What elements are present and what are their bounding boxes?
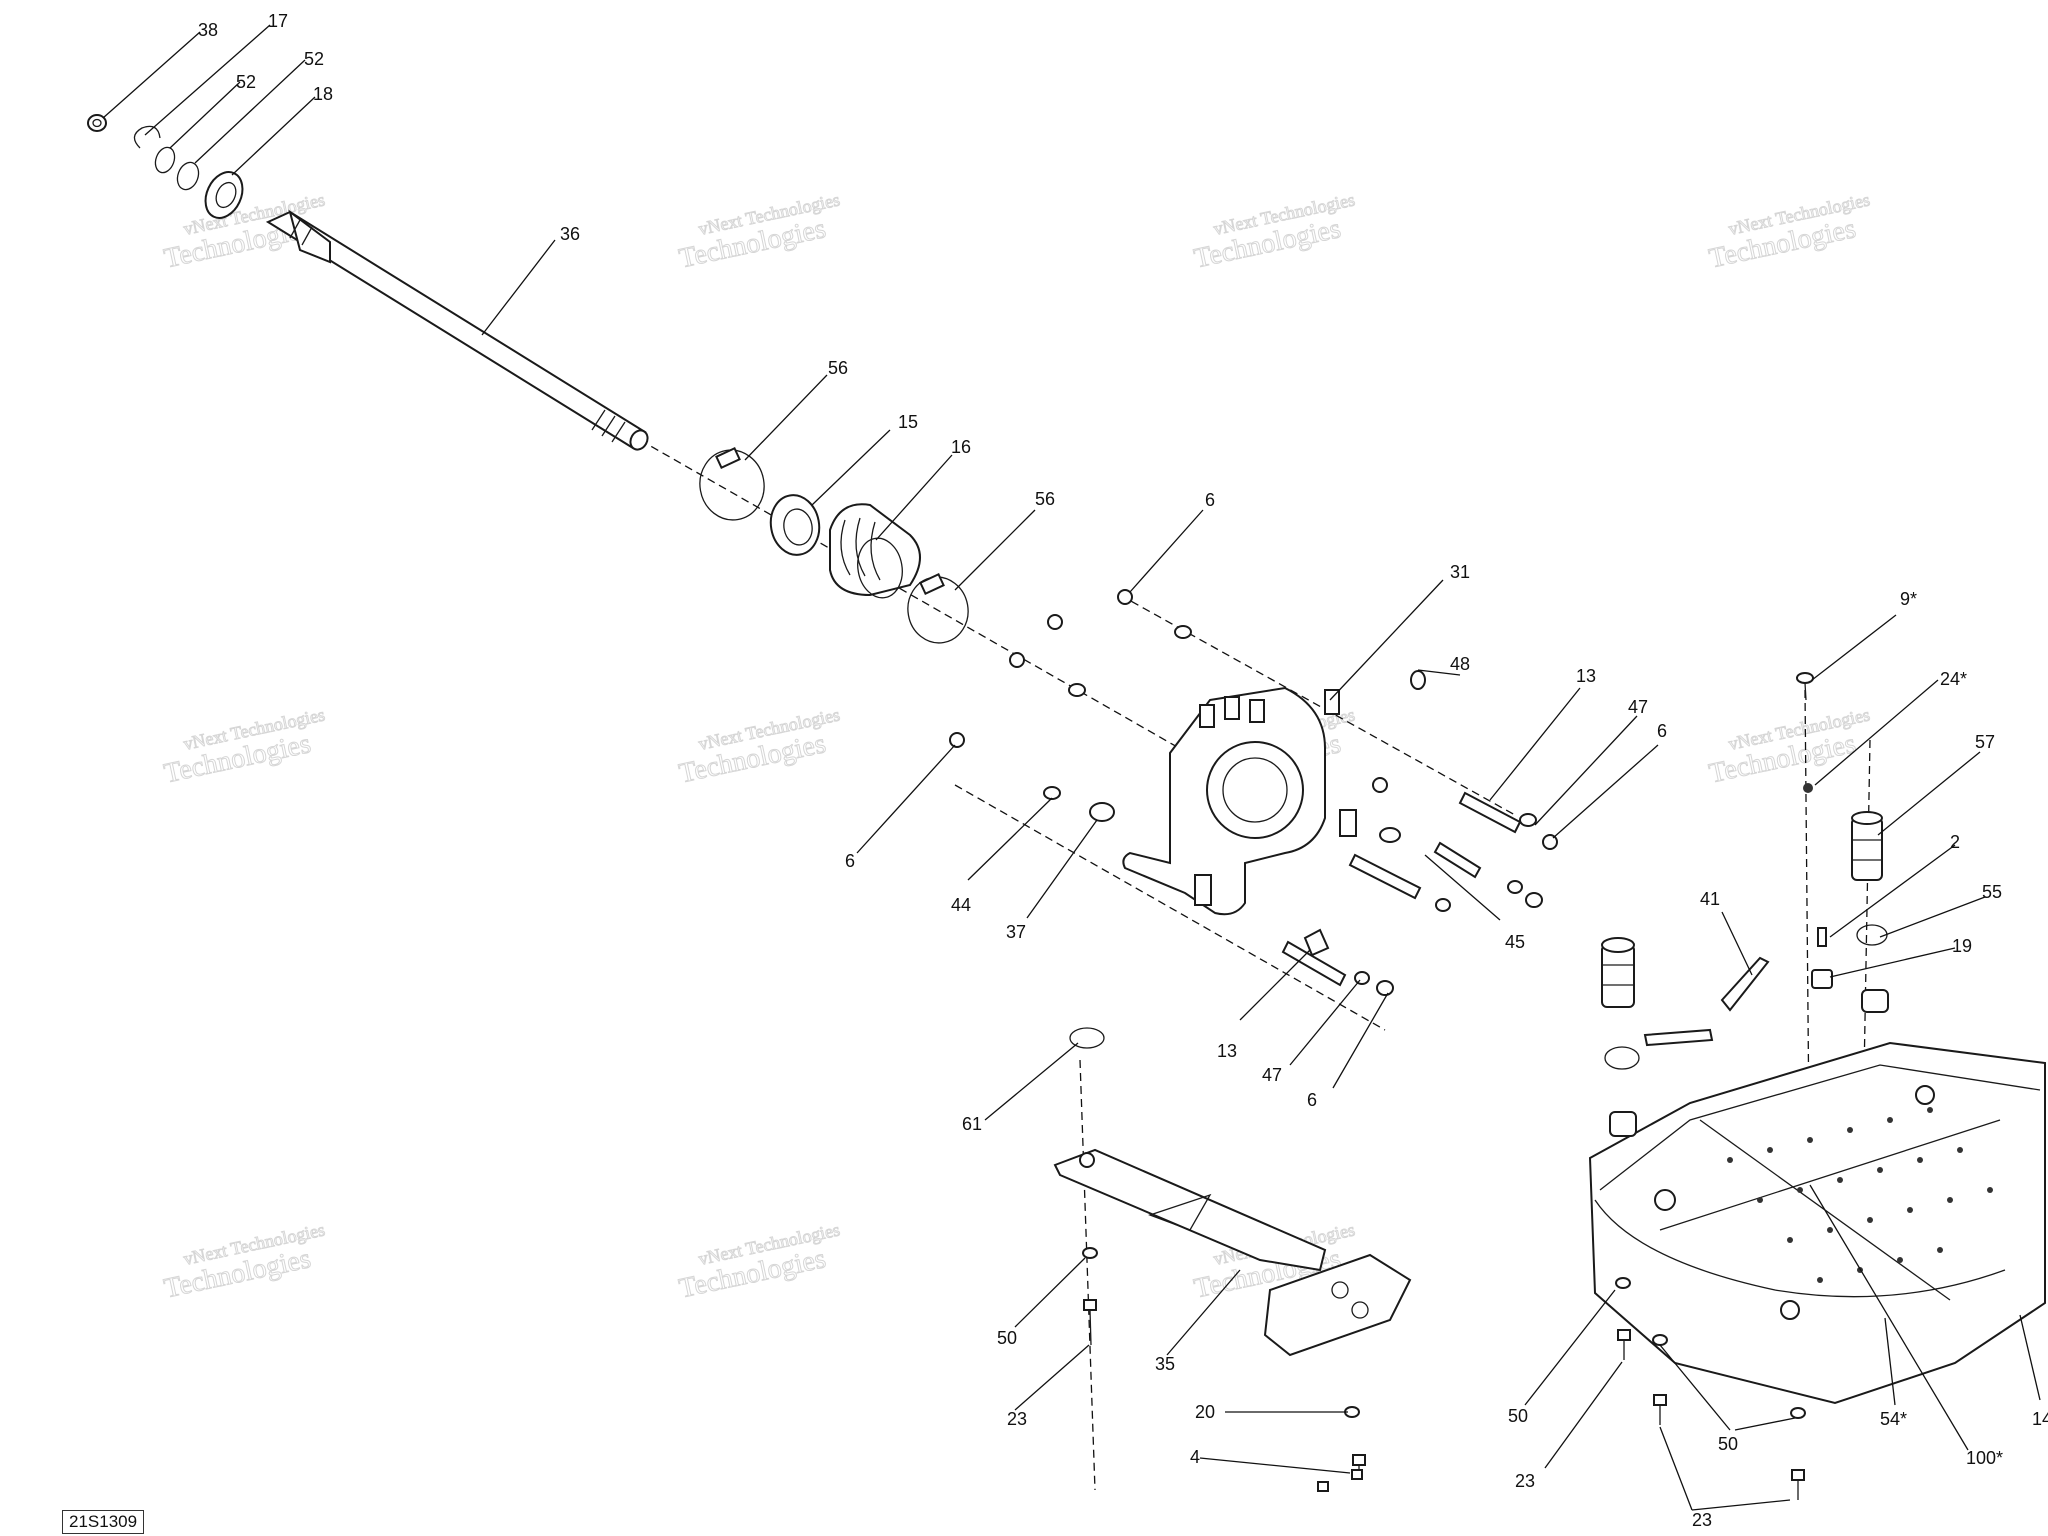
callout-23: 23 (1007, 1409, 1027, 1429)
callout-15: 15 (898, 412, 918, 432)
callout-17: 17 (268, 11, 288, 31)
callout-47: 47 (1628, 697, 1648, 717)
watermark: vNext Technologies Technologies (676, 189, 842, 275)
hardware-nuts-washers (949, 589, 1558, 996)
callout-14: 14 (2032, 1409, 2048, 1429)
screw-9 (1796, 672, 1814, 701)
seal-15 (769, 494, 821, 556)
watermark: vNext Technologies Technologies (1706, 704, 1872, 790)
boot-16 (829, 503, 921, 599)
watermark: vNext Technologies Technologies (1706, 189, 1872, 275)
callout-50: 50 (1508, 1406, 1528, 1426)
strip-41 (1720, 956, 1770, 1012)
cap-19 (1811, 969, 1833, 989)
o-ring-55 (1856, 924, 1888, 946)
callout-19: 19 (1952, 936, 1972, 956)
bolts-bottom (1082, 1247, 1806, 1500)
callout-13: 13 (1217, 1041, 1237, 1061)
callout-23: 23 (1692, 1510, 1712, 1530)
callout-52: 52 (236, 72, 256, 92)
callout-labels: 38 17 52 52 18 36 56 15 16 56 6 31 48 13… (198, 11, 2048, 1530)
watermark-grid: vNext Technologies Technologies vNext Te… (161, 189, 1872, 1305)
callout-36: 36 (560, 224, 580, 244)
drive-shaft-36 (265, 209, 649, 451)
callout-18: 18 (313, 84, 333, 104)
plug-left (1609, 1111, 1637, 1137)
watermark: vNext Technologies Technologies (161, 704, 327, 790)
plate-holes (1727, 1107, 1993, 1283)
o-ring-left (1604, 1046, 1640, 1070)
callout-44: 44 (951, 895, 971, 915)
callout-2: 2 (1950, 832, 1960, 852)
callout-23: 23 (1515, 1471, 1535, 1491)
callout-37: 37 (1006, 922, 1026, 942)
callout-13: 13 (1576, 666, 1596, 686)
studs-13 (1281, 791, 1522, 987)
callout-41: 41 (1700, 889, 1720, 909)
plate-100 (1588, 1041, 2046, 1405)
watermark: vNext Technologies Technologies (676, 704, 842, 790)
watermark: vNext Technologies Technologies (161, 1219, 327, 1305)
callout-6: 6 (1205, 490, 1215, 510)
drawing-code: 21S1309 (62, 1510, 145, 1534)
plug-right (1861, 989, 1889, 1013)
callout-55: 55 (1982, 882, 2002, 902)
callout-38: 38 (198, 20, 218, 40)
leader-lines (102, 24, 2041, 1511)
callout-61: 61 (962, 1114, 982, 1134)
clamp-56a (699, 447, 765, 521)
callout-35: 35 (1155, 1354, 1175, 1374)
callout-52: 52 (304, 49, 324, 69)
callout-54: 54* (1880, 1409, 1907, 1429)
clamp-56b (907, 573, 969, 644)
watermark: vNext Technologies Technologies (1191, 189, 1357, 275)
callout-16: 16 (951, 437, 971, 457)
callout-6: 6 (1307, 1090, 1317, 1110)
plug-24 (1803, 783, 1813, 793)
pin-2 (1817, 927, 1827, 947)
callout-31: 31 (1450, 562, 1470, 582)
fitting-left (1601, 937, 1635, 1008)
watermark: vNext Technologies Technologies (676, 1219, 842, 1305)
plug-61 (1069, 1027, 1105, 1049)
callout-20: 20 (1195, 1402, 1215, 1422)
carrier-35 (1053, 1148, 1412, 1357)
callout-9: 9* (1900, 589, 1917, 609)
callout-6: 6 (845, 851, 855, 871)
callout-47: 47 (1262, 1065, 1282, 1085)
callout-56: 56 (828, 358, 848, 378)
callout-50: 50 (997, 1328, 1017, 1348)
callout-24: 24* (1940, 669, 1967, 689)
o-ring-52a (154, 146, 176, 174)
callout-48: 48 (1450, 654, 1470, 674)
callout-57: 57 (1975, 732, 1995, 752)
callout-45: 45 (1505, 932, 1525, 952)
o-ring-52b (176, 161, 200, 191)
housing-31 (1122, 686, 1357, 916)
callout-6: 6 (1657, 721, 1667, 741)
callout-100: 100* (1966, 1448, 2003, 1468)
strip-small (1643, 1028, 1714, 1047)
circlip-17 (133, 125, 161, 149)
callout-56: 56 (1035, 489, 1055, 509)
callout-50: 50 (1718, 1434, 1738, 1454)
nut-38 (87, 114, 107, 132)
callout-4: 4 (1190, 1447, 1200, 1467)
fitting-57 (1851, 811, 1883, 881)
